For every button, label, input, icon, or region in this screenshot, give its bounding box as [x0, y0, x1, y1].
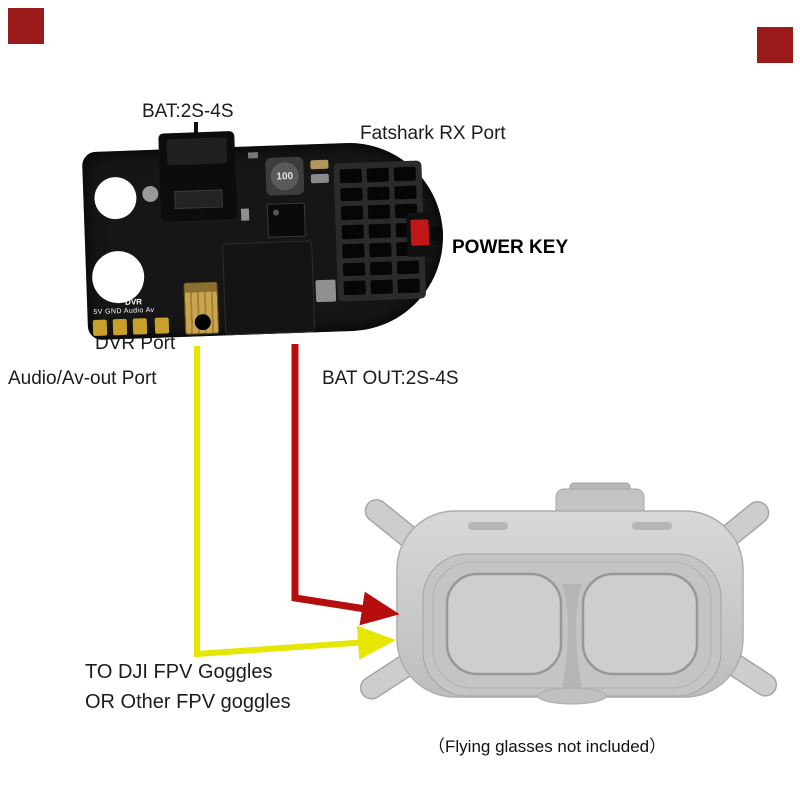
shielded-module [222, 240, 316, 336]
inductor-core: 100 [270, 161, 300, 191]
nose-bridge [562, 584, 582, 688]
silkscreen-pin-labels: 5V GND Audio Av [93, 306, 155, 316]
pin-hole [394, 185, 417, 200]
antenna-bottom-left [359, 644, 433, 700]
battery-connector-housing [166, 137, 228, 166]
label-not-included-note: （Flying glasses not included） [428, 737, 667, 756]
label-bat-input: BAT:2S-4S [142, 101, 234, 122]
small-via-hole [142, 185, 159, 203]
pin-hole [369, 242, 392, 257]
smd-component [247, 152, 259, 159]
pin-hole [367, 205, 391, 220]
nose-notch [537, 687, 607, 705]
corner-accent-top-left [8, 8, 44, 44]
strap-mount [569, 482, 631, 496]
regulator-chip [266, 202, 306, 238]
pin-hole [340, 205, 364, 221]
chip-pin1-dot [272, 209, 280, 216]
jack-band [184, 282, 217, 293]
pin-hole [340, 187, 363, 202]
goggles-vent-right [632, 522, 672, 530]
silkscreen-dvr: DVR [124, 297, 143, 307]
label-fatshark-rx-port: Fatshark RX Port [360, 123, 506, 144]
power-adapter-board: 100 [81, 130, 447, 341]
pin-hole [393, 166, 417, 182]
pin-hole [341, 224, 365, 240]
audio-av-out-jack [183, 281, 220, 335]
audio-out-arrow [194, 346, 396, 660]
label-to-dji-fpv-goggles: TO DJI FPV Goggles [85, 661, 273, 683]
pin-hole [342, 262, 366, 277]
antenna-top-left [364, 498, 434, 560]
pin-hole [343, 280, 366, 296]
label-bat-out: BAT OUT:2S-4S [322, 368, 459, 389]
antenna-top-right [700, 500, 770, 562]
battery-connector-slot [174, 189, 223, 210]
goggles-body [396, 510, 744, 698]
faceplate-inner-line [432, 561, 712, 689]
pin-hole [367, 186, 390, 201]
jack-opening [194, 313, 212, 331]
mounting-hole-top [93, 176, 138, 220]
lens-recess-left [445, 572, 563, 676]
label-audio-av-out-port: Audio/Av-out Port [8, 368, 157, 389]
smd-capacitor [310, 159, 329, 170]
solder-pad [154, 317, 170, 334]
power-switch-nub [430, 226, 444, 242]
pin-hole [397, 278, 420, 294]
smd-component [315, 279, 337, 303]
inductor-component: 100 [265, 156, 305, 196]
label-power-key: POWER KEY [452, 237, 569, 258]
pin-hole [370, 279, 393, 295]
solder-pad [92, 319, 108, 337]
goggles-vent-left [468, 522, 508, 530]
solder-pad [132, 318, 148, 335]
pin-hole [368, 223, 391, 239]
smd-capacitor [310, 173, 330, 184]
pin-hole [366, 167, 390, 183]
pin-hole [369, 261, 393, 276]
corner-accent-top-right [757, 27, 793, 63]
mounting-hole-bottom [91, 250, 146, 305]
battery-input-connector [158, 130, 238, 222]
annotation-arrows [194, 344, 400, 660]
solder-pad [112, 318, 128, 336]
power-key-switch [406, 212, 444, 257]
pin-hole [339, 168, 363, 184]
inductor-value: 100 [276, 170, 294, 183]
fpv-goggles [359, 482, 778, 705]
goggles-faceplate [422, 553, 722, 697]
pin-hole [396, 260, 420, 275]
smd-component [240, 208, 250, 221]
pin-hole [342, 243, 365, 258]
lens-recess-right [581, 572, 699, 676]
antenna-bottom-right [704, 641, 778, 697]
power-switch-slider [410, 219, 430, 246]
strap-clip [555, 488, 645, 522]
label-or-other-fpv-goggles: OR Other FPV goggles [85, 691, 291, 713]
